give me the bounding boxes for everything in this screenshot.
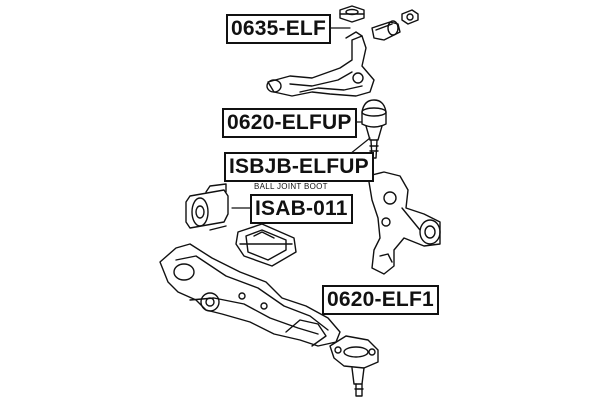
lower-control-arm (159, 243, 341, 347)
label-upper-arm: 0635-ELF (226, 14, 331, 44)
upper-ball-joint (361, 99, 387, 159)
ball-joint-boot (235, 223, 297, 267)
arm-bushing (185, 183, 229, 231)
label-upper-ball-joint: 0620-ELFUP (222, 108, 357, 138)
lower-ball-joint (329, 335, 379, 397)
label-boot: ISBJB-ELFUP (224, 152, 374, 182)
label-lower-ball-joint: 0620-ELF1 (322, 285, 439, 315)
upper-control-arm (266, 31, 375, 97)
label-bushing: ISAB-011 (250, 194, 353, 224)
upper-arm-hardware (339, 5, 419, 41)
steering-knuckle (367, 171, 441, 275)
label-boot-caption: BALL JOINT BOOT (254, 182, 328, 191)
